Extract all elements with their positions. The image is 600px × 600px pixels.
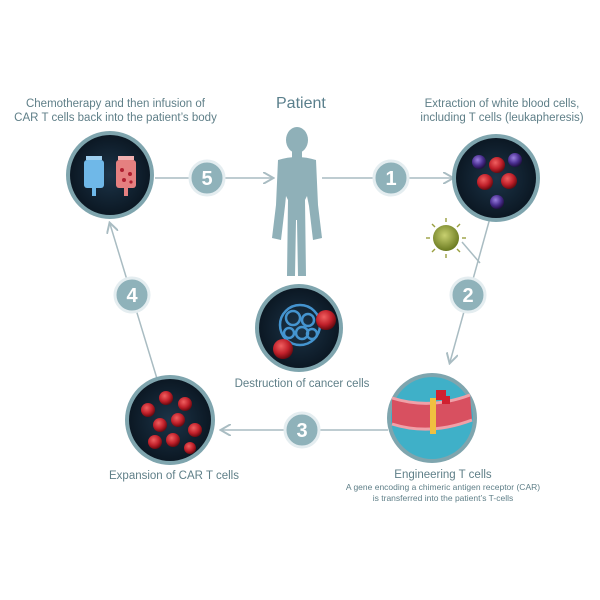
chemo-label: Chemotherapy and then infusion of CAR T … — [8, 97, 223, 125]
engineering-desc-line1: A gene encoding a chimeric antigen recep… — [345, 482, 541, 492]
step-badge-1: 1 — [372, 159, 410, 197]
step-number-1: 1 — [385, 168, 396, 190]
step-number-2: 2 — [462, 285, 473, 307]
engineering-circle — [387, 373, 477, 463]
engineering-desc-line2: is transferred into the patient’s T-cell… — [372, 492, 514, 503]
chemo-label-line1: Chemotherapy and then infusion of — [25, 98, 205, 110]
step-number-4: 4 — [126, 285, 138, 307]
extraction-label: Extraction of white blood cells, includi… — [407, 97, 597, 125]
patient-figure — [272, 127, 322, 276]
step-number-3: 3 — [296, 420, 307, 442]
step-badge-5: 5 — [188, 159, 226, 197]
extraction-label-line2: including T cells (leukapheresis) — [420, 112, 584, 124]
step-badge-2: 2 — [449, 276, 487, 314]
patient-title: Patient — [276, 95, 326, 112]
virus-icon — [426, 218, 466, 258]
red-bag-icon — [116, 156, 136, 196]
expansion-label: Expansion of CAR T cells — [109, 470, 239, 482]
infusion-bags-circle — [66, 131, 154, 219]
extraction-label-line1: Extraction of white blood cells, — [424, 98, 580, 110]
blue-bag-icon — [84, 156, 104, 196]
extraction-circle — [452, 134, 540, 222]
chemo-label-line2: CAR T cells back into the patient’s body — [14, 112, 217, 124]
step-badge-3: 3 — [283, 411, 321, 449]
step-number-5: 5 — [201, 168, 212, 190]
destruction-label: Destruction of cancer cells — [234, 378, 370, 390]
virus-link-line — [461, 241, 481, 264]
engineering-title: Engineering T cells — [394, 469, 492, 481]
engineering-label: Engineering T cells A gene encoding a ch… — [328, 468, 558, 503]
step-badge-4: 4 — [113, 276, 151, 314]
expansion-circle — [125, 375, 215, 465]
destruction-circle — [255, 284, 343, 372]
